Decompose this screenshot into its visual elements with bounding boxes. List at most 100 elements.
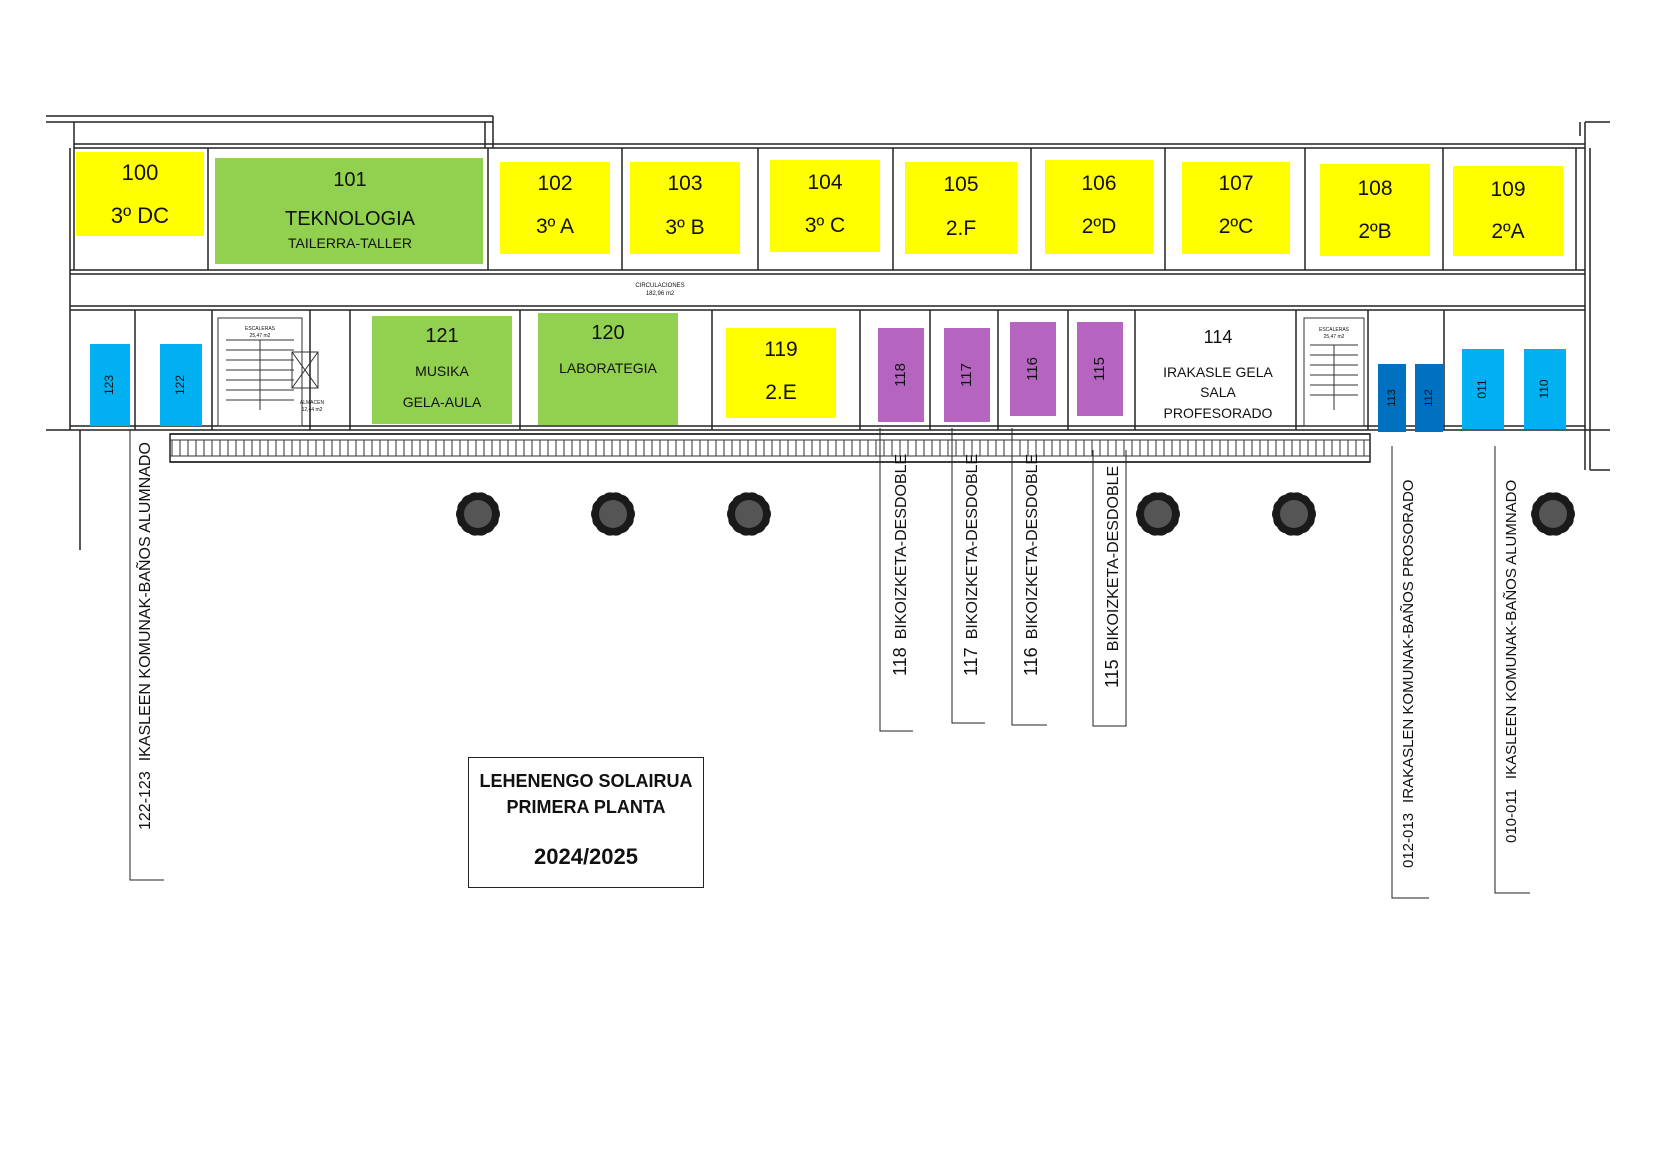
tree-icon <box>591 492 635 536</box>
room-115: 115 <box>1077 322 1123 416</box>
callout-115: 115BIKOIZKETA-DESDOBLE <box>1092 450 1127 727</box>
callout-115-number: 115 <box>1102 659 1122 688</box>
room-119-fill <box>726 328 836 418</box>
room-114-number: 114 <box>1204 327 1233 347</box>
room-117: 117 <box>944 328 990 422</box>
room-116: 116 <box>1010 322 1056 416</box>
stairs-left-label: ESCALERAS <box>245 326 276 332</box>
room-105: 105 2.F <box>905 162 1017 254</box>
room-100-number: 100 <box>122 160 159 185</box>
room-100-name: 3º DC <box>111 203 169 228</box>
room-101: 101 TEKNOLOGIA TAILERRA-TALLER <box>215 158 483 264</box>
room-105-name: 2.F <box>946 217 976 240</box>
room-110-fill <box>1524 349 1566 429</box>
svg-text:122-123IKASLEEN KOMUNAK-BAÑOS: 122-123IKASLEEN KOMUNAK-BAÑOS ALUMNADO <box>134 442 154 830</box>
callout-010-011-number: 010-011 <box>1503 789 1520 843</box>
room-109-fill <box>1453 166 1563 256</box>
room-102-number: 102 <box>537 172 572 195</box>
railing-hatch <box>171 440 1365 456</box>
room-110-number: 110 <box>1537 379 1551 398</box>
stairs-right <box>1303 317 1365 427</box>
room-114-line3: PROFESORADO <box>1164 405 1273 421</box>
callout-118-text: BIKOIZKETA-DESDOBLE <box>893 454 910 640</box>
room-120: 120 LABORATEGIA <box>538 313 678 425</box>
callout-117-text: BIKOIZKETA-DESDOBLE <box>964 454 981 640</box>
room-011-number: 011 <box>1475 379 1489 398</box>
svg-text:116BIKOIZKETA-DESDOBLE: 116BIKOIZKETA-DESDOBLE <box>1021 454 1041 676</box>
callout-012-013-text: IRAKASLEN KOMUNAK-BAÑOS PROSORADO <box>1400 480 1417 803</box>
room-108: 108 2ºB <box>1320 164 1430 256</box>
room-112-fill <box>1415 364 1443 432</box>
corridor-label: CIRCULACIONES <box>635 283 684 289</box>
stairs-right-label: ESCALERAS <box>1319 327 1350 333</box>
room-117-number: 117 <box>958 363 975 387</box>
room-122-number: 122 <box>173 375 187 395</box>
room-120-name: LABORATEGIA <box>559 360 657 376</box>
room-115-fill <box>1077 322 1123 416</box>
room-100-fill <box>76 152 204 236</box>
trees <box>456 492 1575 536</box>
title-year: 2024/2025 <box>534 844 638 869</box>
room-101-number: 101 <box>333 169 366 191</box>
room-106: 106 2ºD <box>1045 160 1153 254</box>
room-110: 110 <box>1524 349 1566 429</box>
room-114-line2: SALA <box>1200 384 1236 400</box>
room-104-number: 104 <box>807 171 842 194</box>
room-103-fill <box>630 162 740 254</box>
room-112: 112 <box>1415 364 1443 432</box>
storage-area: 12,44 m2 <box>302 407 323 413</box>
room-104: 104 3º C <box>770 160 880 252</box>
callout-117-number: 117 <box>961 647 981 676</box>
tree-icon <box>456 492 500 536</box>
facade-railing <box>170 439 1370 457</box>
room-011-fill <box>1462 349 1504 429</box>
top-partitions <box>207 148 1577 270</box>
room-119-number: 119 <box>764 338 797 361</box>
room-121-number: 121 <box>425 325 458 347</box>
room-109: 109 2ºA <box>1453 166 1563 256</box>
room-122: 122 <box>160 344 202 426</box>
room-123: 123 <box>90 344 130 426</box>
room-113: 113 <box>1378 364 1406 432</box>
tree-icon <box>1136 492 1180 536</box>
room-119-name: 2.E <box>765 381 797 404</box>
room-120-fill <box>538 313 678 425</box>
corridor-area: 182,96 m2 <box>646 291 675 297</box>
tree-icon <box>727 492 771 536</box>
stairs-left <box>217 317 319 427</box>
svg-text:115BIKOIZKETA-DESDOBLE: 115BIKOIZKETA-DESDOBLE <box>1102 466 1122 688</box>
room-109-number: 109 <box>1490 178 1525 201</box>
room-100: 100 3º DC <box>76 152 204 236</box>
room-118-fill <box>878 328 924 422</box>
room-123-number: 123 <box>102 375 116 395</box>
room-121-fill <box>372 316 512 424</box>
callout-122-123-text: IKASLEEN KOMUNAK-BAÑOS ALUMNADO <box>134 442 154 761</box>
room-103-name: 3º B <box>665 216 704 239</box>
callout-122-123: 122-123IKASLEEN KOMUNAK-BAÑOS ALUMNADO <box>129 430 164 881</box>
svg-text:012-013IRAKASLEN KOMUNAK-BAÑOS: 012-013IRAKASLEN KOMUNAK-BAÑOS PROSORADO <box>1400 480 1417 868</box>
room-109-name: 2ºA <box>1491 220 1524 243</box>
room-118-number: 118 <box>892 363 909 387</box>
room-115-number: 115 <box>1091 357 1108 381</box>
tree-icon <box>1531 492 1575 536</box>
svg-text:117BIKOIZKETA-DESDOBLE: 117 BIKOIZKETA-DESDOBLE <box>961 454 981 676</box>
room-101-fill <box>215 158 483 264</box>
plan-title-box: LEHENENGO SOLAIRUA PRIMERA PLANTA 2024/2… <box>468 757 704 888</box>
room-102-fill <box>500 162 610 254</box>
tree-icon <box>1272 492 1316 536</box>
room-108-name: 2ºB <box>1358 220 1391 243</box>
room-114-line1: IRAKASLE GELA <box>1163 364 1273 380</box>
room-120-number: 120 <box>591 322 624 344</box>
callout-116-text: BIKOIZKETA-DESDOBLE <box>1024 454 1041 640</box>
callout-010-011: 010-011IKASLEEN KOMUNAK-BAÑOS ALUMNADO <box>1494 446 1530 894</box>
room-118: 118 <box>878 328 924 422</box>
room-113-fill <box>1378 364 1406 432</box>
room-121-subname: GELA-AULA <box>403 394 482 410</box>
room-119: 119 2.E <box>726 328 836 418</box>
callout-116: 116BIKOIZKETA-DESDOBLE <box>1011 428 1047 726</box>
svg-text:010-011IKASLEEN KOMUNAK-BAÑOS: 010-011IKASLEEN KOMUNAK-BAÑOS ALUMNADO <box>1503 480 1520 843</box>
room-102-name: 3º A <box>536 215 574 238</box>
room-108-number: 108 <box>1357 177 1392 200</box>
room-117-fill <box>944 328 990 422</box>
